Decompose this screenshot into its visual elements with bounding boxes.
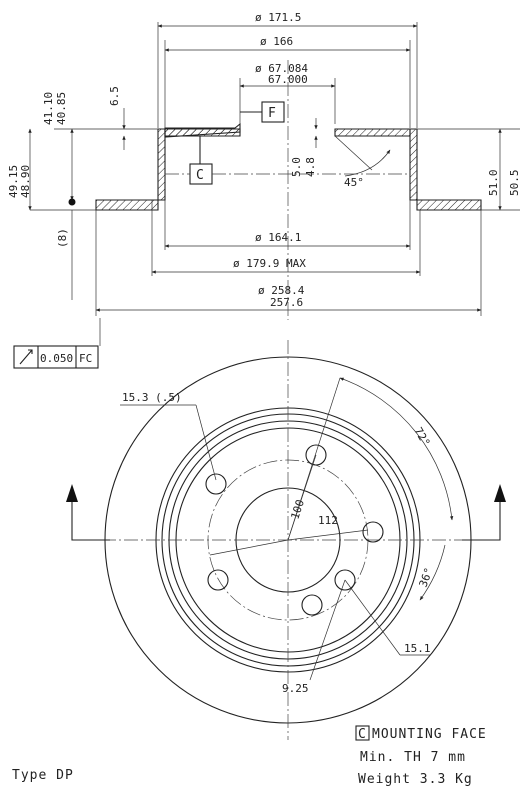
dim-36-deg: 36° bbox=[417, 566, 436, 589]
bolt-hole-5 bbox=[207, 569, 229, 591]
datum-f-label: F bbox=[268, 106, 277, 121]
bolt-hole-3 bbox=[362, 521, 384, 543]
bolt-hole-1 bbox=[205, 473, 227, 495]
mounting-code: C bbox=[358, 727, 367, 742]
dim-40-85: 40.85 bbox=[55, 92, 68, 125]
dim-112: 112 bbox=[318, 514, 338, 527]
type-note: Type DP bbox=[12, 768, 74, 783]
tolerance-value: 0.050 bbox=[40, 352, 73, 365]
ref-8: (8) bbox=[56, 228, 69, 248]
dim-41-10: 41.10 bbox=[42, 92, 55, 125]
flange-right bbox=[416, 199, 482, 211]
tolerance-ref: FC bbox=[79, 352, 92, 365]
dim-49-15: 49.15 bbox=[7, 165, 20, 198]
dim-4-8: 4.8 bbox=[304, 157, 317, 177]
dim-72-deg: 72° bbox=[411, 425, 432, 449]
hat-wall-left bbox=[157, 128, 166, 201]
section-view: ø 171.5 ø 166 ø 67.084 67.000 F C 41.10 … bbox=[7, 11, 521, 320]
dim-171-5: ø 171.5 bbox=[255, 11, 301, 24]
dim-51-0: 51.0 bbox=[487, 170, 500, 197]
ref-dot bbox=[68, 198, 76, 206]
dim-48-90: 48.90 bbox=[19, 165, 32, 198]
runout-icon bbox=[19, 349, 33, 365]
datum-f-box bbox=[261, 101, 285, 123]
min-thickness-note: Min. TH 7 mm bbox=[360, 750, 466, 765]
dim-164-1: ø 164.1 bbox=[255, 231, 301, 244]
hat-wall-right bbox=[409, 128, 418, 201]
dim-67-084: ø 67.084 bbox=[255, 62, 308, 75]
dim-15-1: 15.1 bbox=[404, 642, 431, 655]
hat-top-left-band bbox=[164, 128, 241, 137]
section-arrowhead-right bbox=[494, 484, 506, 502]
bolt-hole-4 bbox=[334, 569, 356, 591]
dim-6-5: 6.5 bbox=[108, 86, 121, 106]
dim-67-000: 67.000 bbox=[268, 73, 308, 86]
dim-179-9: ø 179.9 MAX bbox=[233, 257, 306, 270]
mounting-code-box bbox=[355, 725, 370, 741]
section-arrow-right bbox=[462, 500, 501, 541]
bolt-hole-6 bbox=[301, 594, 323, 616]
dim-257-6: 257.6 bbox=[270, 296, 303, 309]
hat-top-right-band bbox=[334, 128, 411, 137]
dim-9-25: 9.25 bbox=[282, 682, 309, 695]
dim-258-4: ø 258.4 bbox=[258, 284, 305, 297]
dim-5-0: 5.0 bbox=[290, 157, 303, 177]
dim-50-5: 50.5 bbox=[508, 170, 521, 197]
datum-c-label: C bbox=[196, 168, 205, 183]
plan-view: 100 112 15.3 (.5) 72° 36° 15.1 9.25 bbox=[66, 340, 506, 740]
section-arrowhead-left bbox=[66, 484, 78, 502]
bolt-hole-2 bbox=[305, 444, 327, 466]
mounting-face-note: MOUNTING FACE bbox=[372, 727, 487, 742]
weight-note: Weight 3.3 Kg bbox=[358, 772, 473, 787]
flange-left bbox=[95, 199, 159, 211]
section-arrow-left bbox=[71, 500, 110, 541]
notes: C MOUNTING FACE Min. TH 7 mm Weight 3.3 … bbox=[12, 725, 487, 787]
runout-tolerance-frame: 0.050 FC bbox=[13, 210, 101, 369]
dim-166: ø 166 bbox=[260, 35, 293, 48]
dim-45-deg: 45° bbox=[344, 176, 364, 189]
dim-15-3: 15.3 (.5) bbox=[122, 391, 182, 404]
